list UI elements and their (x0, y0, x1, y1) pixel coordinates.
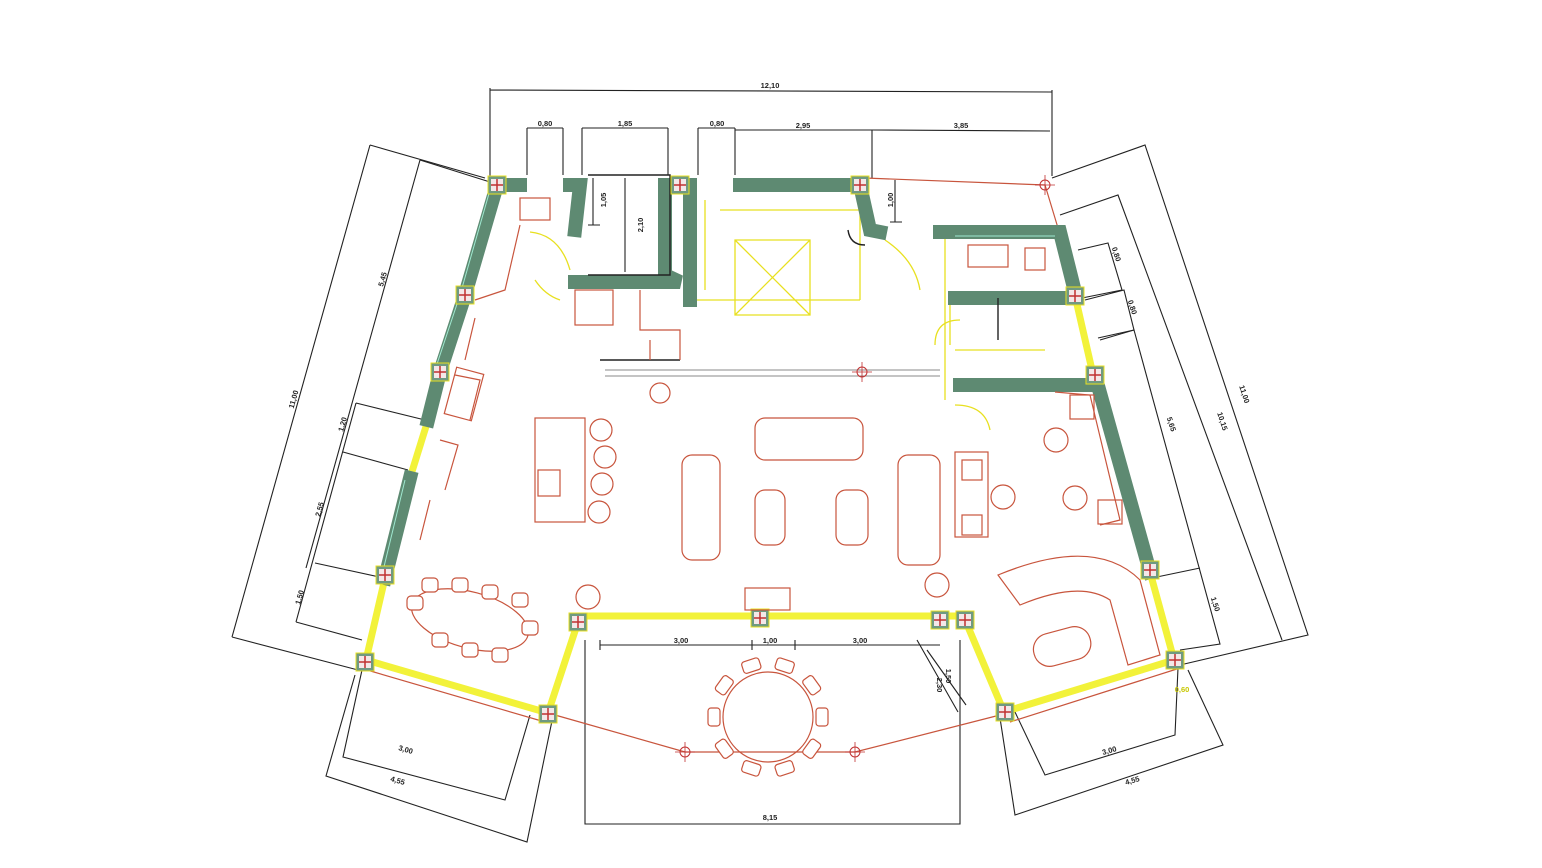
chair (707, 707, 721, 727)
cooktop-icon (443, 366, 485, 422)
dim-label: 5,45 (376, 271, 389, 288)
chair (431, 632, 449, 648)
chair (774, 657, 795, 674)
dim-label: 12,10 (761, 81, 780, 90)
dimension-lines (231, 88, 1309, 843)
column-marker (355, 652, 375, 672)
ottoman (754, 489, 786, 546)
chair (406, 595, 424, 611)
column-marker (455, 285, 475, 305)
column-marker (430, 362, 450, 382)
chair (802, 738, 822, 759)
dim-label: 2,10 (636, 218, 645, 233)
dim-label: 5,65 (1165, 416, 1178, 433)
column-marker (850, 175, 870, 195)
sink-icon (519, 197, 551, 221)
chair (815, 707, 829, 727)
dim-label: 1,00 (763, 636, 778, 645)
column-marker (955, 610, 975, 630)
sofa (754, 417, 864, 461)
dim-label: 0,80 (538, 119, 553, 128)
dim-label: 1,85 (618, 119, 633, 128)
dim-label: 3,00 (674, 636, 689, 645)
column-marker (1085, 365, 1105, 385)
column-marker (538, 704, 558, 724)
dim-label: 10,15 (1215, 411, 1229, 432)
column-marker (487, 175, 507, 195)
dimension-labels: 12,10 0,80 1,85 0,80 2,95 3,85 1,05 2,10… (287, 81, 1252, 822)
chair (481, 584, 499, 600)
column-marker (670, 175, 690, 195)
dim-label: 2,55 (313, 501, 326, 518)
dim-label: 0,80 (710, 119, 725, 128)
dim-label: 1,20 (336, 416, 349, 433)
terrace-outline (366, 177, 1181, 753)
reference-marker (852, 362, 872, 382)
chair (461, 642, 479, 658)
dim-label: 3,85 (954, 121, 969, 130)
chair (741, 657, 762, 674)
column-marker (1140, 560, 1160, 580)
reference-marker (675, 742, 695, 762)
columns (355, 175, 1185, 762)
column-marker (375, 565, 395, 585)
furniture (406, 197, 1161, 777)
dim-label: 2,30 (935, 678, 944, 693)
dim-label: 1,50 (944, 669, 953, 684)
chair (741, 760, 762, 777)
column-marker (1165, 650, 1185, 670)
chair (714, 675, 734, 696)
dim-label: 11,00 (1237, 384, 1251, 404)
chair (491, 647, 509, 663)
chair (714, 738, 734, 759)
dim-label: 1,50 (293, 589, 306, 606)
kitchen-island (534, 417, 586, 523)
chair (451, 577, 469, 593)
column-marker (750, 608, 770, 628)
reference-marker (1035, 175, 1055, 195)
sofa (897, 454, 941, 566)
column-marker (995, 702, 1015, 722)
dim-label: 8,15 (763, 813, 778, 822)
column-marker (930, 610, 950, 630)
dim-label: 1,00 (886, 193, 895, 208)
dim-label: 0,60 (1175, 685, 1190, 694)
dim-label: 1,50 (1209, 596, 1222, 613)
dim-label: 0,80 (1126, 299, 1139, 316)
column-marker (568, 612, 588, 632)
dim-label: 3,00 (853, 636, 868, 645)
chair (774, 760, 795, 777)
ottoman (835, 489, 869, 546)
dim-label: 3,00 (397, 743, 414, 756)
sectional-sofa (997, 555, 1161, 666)
sofa (681, 454, 721, 561)
walls (376, 174, 1159, 587)
dim-label: 4,55 (1124, 774, 1141, 787)
chair (511, 592, 529, 608)
round-table (722, 671, 814, 763)
dim-label: 4,55 (389, 774, 406, 787)
chair (421, 577, 439, 593)
coffee-table (1032, 626, 1092, 667)
reference-marker (845, 742, 865, 762)
chair (802, 675, 822, 696)
dim-label: 3,00 (1101, 744, 1118, 757)
dim-label: 1,05 (599, 193, 608, 208)
dim-label: 0,80 (1110, 246, 1123, 263)
chair (521, 620, 539, 636)
column-marker (1065, 286, 1085, 306)
dim-label: 2,95 (796, 121, 811, 130)
